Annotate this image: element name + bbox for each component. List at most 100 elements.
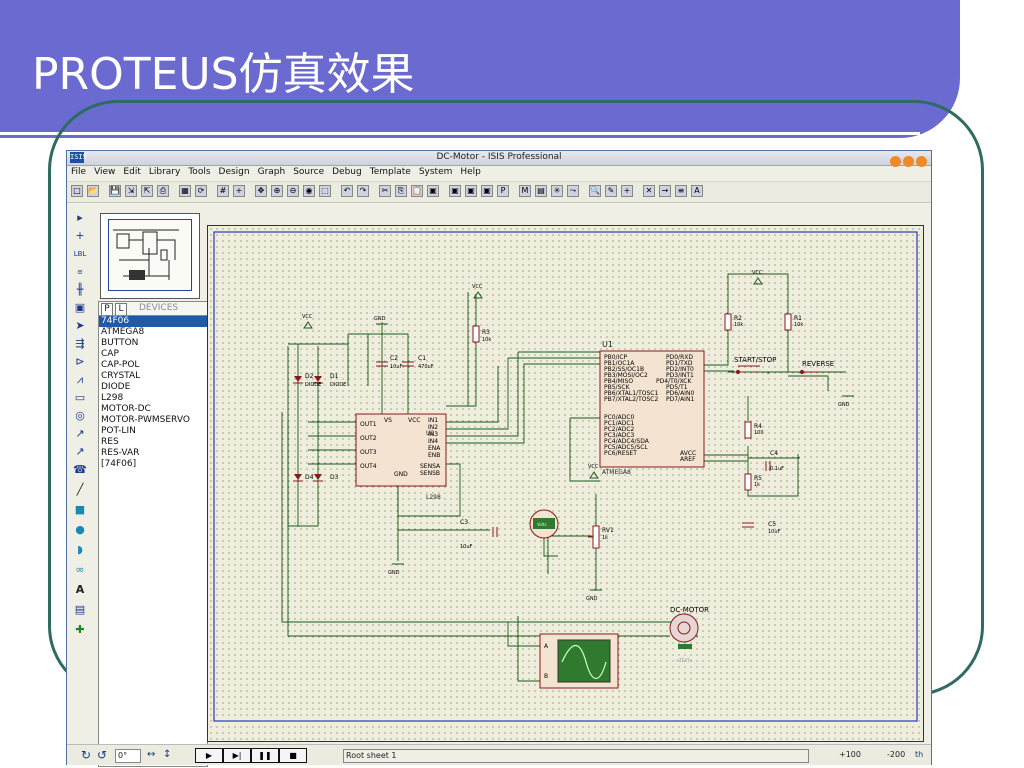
component-mode-icon[interactable]: ▸ <box>77 211 83 224</box>
start-stop-button[interactable] <box>735 365 760 375</box>
maximize-button[interactable] <box>903 156 914 167</box>
atmega8-chip[interactable]: U1 ATMEGA8 PB0/ICP PB1/OC1A PB2/SS/OC1B … <box>599 340 705 476</box>
subcircuit-icon[interactable]: ▣ <box>74 301 86 314</box>
device-item[interactable]: CRYSTAL <box>101 371 141 381</box>
menu-tools[interactable]: Tools <box>188 167 211 177</box>
block-delete-icon[interactable]: ▣ <box>481 185 493 197</box>
origin-icon[interactable]: + <box>233 185 245 197</box>
l298-chip[interactable]: U2 L298 VS VCC IN1 IN2 IN3 IN4 ENA ENB O… <box>355 413 447 501</box>
device-item[interactable]: POT-LIN <box>101 426 136 436</box>
oscilloscope[interactable]: A B <box>539 633 619 689</box>
voltmeter[interactable]: Volts <box>529 509 559 539</box>
pause-button[interactable]: ❚❚ <box>251 748 279 763</box>
dc-motor[interactable] <box>669 613 699 649</box>
close-button[interactable] <box>916 156 927 167</box>
text-icon[interactable]: A <box>75 583 85 596</box>
menu-view[interactable]: View <box>94 167 116 177</box>
schematic-canvas[interactable]: U2 L298 VS VCC IN1 IN2 IN3 IN4 ENA ENB O… <box>207 225 924 742</box>
wire-label-icon[interactable]: LBL <box>73 250 87 258</box>
zoom-in-icon[interactable]: ⊕ <box>271 185 283 197</box>
property-icon[interactable]: ✎ <box>605 185 617 197</box>
voltage-probe-icon[interactable]: ↗ <box>75 427 85 440</box>
new-file-icon[interactable]: □ <box>71 185 83 197</box>
resistors[interactable] <box>472 313 792 491</box>
app-icon[interactable]: ISIS <box>70 152 87 163</box>
unit-label[interactable]: th <box>915 750 924 759</box>
netlist-icon[interactable]: ≡ <box>675 185 687 197</box>
refresh-icon[interactable]: ⟳ <box>195 185 207 197</box>
copy-icon[interactable]: ⎘ <box>395 185 407 197</box>
device-item[interactable]: RES <box>101 437 119 447</box>
zoom-all-icon[interactable]: ◉ <box>303 185 315 197</box>
menu-edit[interactable]: Edit <box>123 167 141 177</box>
menu-library[interactable]: Library <box>148 167 181 177</box>
tape-icon[interactable]: ▭ <box>74 391 86 404</box>
pick-device-icon[interactable]: P <box>497 185 509 197</box>
area-icon[interactable]: ▦ <box>179 185 191 197</box>
virtual-instrument-icon[interactable]: ☎ <box>73 463 87 476</box>
overview-viewport[interactable] <box>108 219 192 291</box>
paste-icon[interactable]: 📋 <box>411 185 423 197</box>
bus-icon[interactable]: ╫ <box>76 283 84 296</box>
menu-graph[interactable]: Graph <box>257 167 286 177</box>
goto-sheet-icon[interactable]: → <box>659 185 671 197</box>
decompose-icon[interactable]: ✳ <box>551 185 563 197</box>
zoom-area-icon[interactable]: ⬚ <box>319 185 331 197</box>
make-device-icon[interactable]: M <box>519 185 531 197</box>
zoom-out-icon[interactable]: ⊖ <box>287 185 299 197</box>
menu-source[interactable]: Source <box>293 167 325 177</box>
menu-debug[interactable]: Debug <box>332 167 362 177</box>
wire-autoroute-icon[interactable]: ⤳ <box>567 185 579 197</box>
device-item[interactable]: MOTOR-DC <box>101 404 151 414</box>
device-item[interactable]: CAP <box>101 349 119 359</box>
block-move-icon[interactable]: ▣ <box>449 185 461 197</box>
tab-library[interactable]: L <box>115 303 127 316</box>
step-button[interactable]: ▶| <box>223 748 251 763</box>
rotate-cw-icon[interactable]: ↻ <box>81 748 92 762</box>
graph-icon[interactable]: ⩘ <box>76 373 84 386</box>
undo-icon[interactable]: ↶ <box>341 185 353 197</box>
block-rotate-icon[interactable]: ▣ <box>465 185 477 197</box>
block-copy-icon[interactable]: ▣ <box>427 185 439 197</box>
diode-bridge[interactable] <box>293 376 323 482</box>
marker-icon[interactable]: ✚ <box>75 623 85 636</box>
mirror-vertical-icon[interactable]: ↕ <box>163 749 172 760</box>
menu-help[interactable]: Help <box>460 167 481 177</box>
cut-icon[interactable]: ✂ <box>379 185 391 197</box>
selection-icon[interactable]: ➤ <box>75 319 85 332</box>
rotation-angle-input[interactable]: 0° <box>115 749 141 763</box>
device-item[interactable]: CAP-POL <box>101 360 140 370</box>
new-sheet-icon[interactable]: + <box>621 185 633 197</box>
minimize-button[interactable] <box>890 156 901 167</box>
device-item[interactable]: [74F06] <box>101 459 137 469</box>
terminal-icon[interactable]: ⇶ <box>75 337 85 350</box>
device-item[interactable]: BUTTON <box>101 338 139 348</box>
device-item[interactable]: ATMEGA8 <box>101 327 145 337</box>
reverse-button[interactable] <box>799 369 820 377</box>
symbol-icon[interactable]: ▤ <box>74 603 86 616</box>
menu-design[interactable]: Design <box>218 167 250 177</box>
generator-icon[interactable]: ◎ <box>75 409 85 422</box>
menu-template[interactable]: Template <box>369 167 411 177</box>
line-icon[interactable]: ╱ <box>76 483 84 496</box>
grid-icon[interactable]: # <box>217 185 229 197</box>
potentiometer-rv1[interactable] <box>588 525 600 549</box>
open-icon[interactable]: 📂 <box>87 185 99 197</box>
device-item[interactable]: 74F06 <box>99 316 209 327</box>
redo-icon[interactable]: ↷ <box>357 185 369 197</box>
overview-window[interactable] <box>100 213 200 299</box>
search-icon[interactable]: 🔍 <box>589 185 601 197</box>
pin-icon[interactable]: ⊳ <box>75 355 85 368</box>
print-icon[interactable]: ⎙ <box>157 185 169 197</box>
device-item[interactable]: RES-VAR <box>101 448 140 458</box>
mirror-horizontal-icon[interactable]: ↔ <box>147 749 156 760</box>
import-icon[interactable]: ⇲ <box>125 185 137 197</box>
device-item[interactable]: DIODE <box>101 382 131 392</box>
device-list[interactable]: 74F06 ATMEGA8 BUTTON CAP CAP-POL CRYSTAL… <box>98 315 209 767</box>
circle-icon[interactable]: ● <box>75 523 85 536</box>
rotate-ccw-icon[interactable]: ↺ <box>97 748 108 762</box>
menu-file[interactable]: File <box>71 167 87 177</box>
pan-icon[interactable]: ✥ <box>255 185 267 197</box>
ares-icon[interactable]: A <box>691 185 703 197</box>
current-probe-icon[interactable]: ↗ <box>75 445 85 458</box>
